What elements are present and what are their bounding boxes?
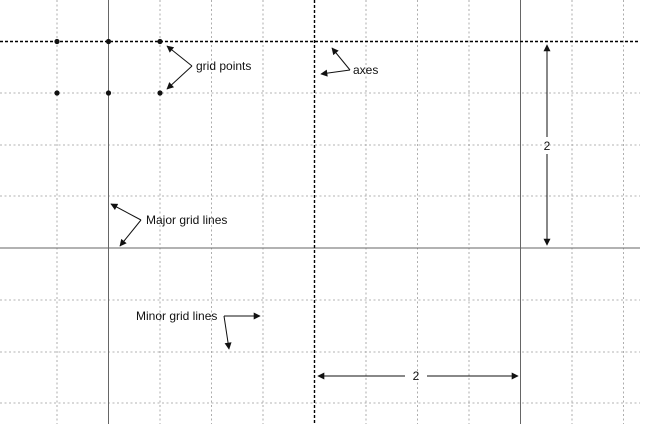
major-grid-lines-arrow (110, 203, 142, 221)
grid-point (157, 38, 163, 45)
minor-grid-lines-horizontal (0, 92, 640, 404)
major-grid-lines-arrow (119, 219, 142, 247)
horizontal-dimension-label: 2 (413, 369, 420, 383)
dimension-arrows (317, 44, 551, 380)
grid-point (157, 90, 163, 96)
minor-grid-lines-vertical (56, 0, 624, 424)
axes-label: axes (353, 63, 378, 77)
minor-grid-lines-arrow (223, 315, 232, 350)
major-grid-lines-label: Major grid lines (146, 213, 227, 227)
grid-points-arrow (166, 45, 193, 67)
grid-points-arrow (166, 65, 193, 90)
grid-point (105, 38, 112, 45)
grid-points-label: grid points (196, 59, 251, 73)
minor-grid-lines-label: Minor grid lines (136, 309, 217, 323)
vertical-dimension-label: 2 (544, 139, 551, 153)
axes-arrow (331, 47, 351, 71)
axes-arrow (320, 69, 351, 77)
grid-points (54, 38, 163, 96)
grid-point (54, 38, 60, 45)
grid-point (105, 90, 112, 96)
grid-point (54, 90, 60, 96)
annotation-arrows (110, 45, 351, 350)
